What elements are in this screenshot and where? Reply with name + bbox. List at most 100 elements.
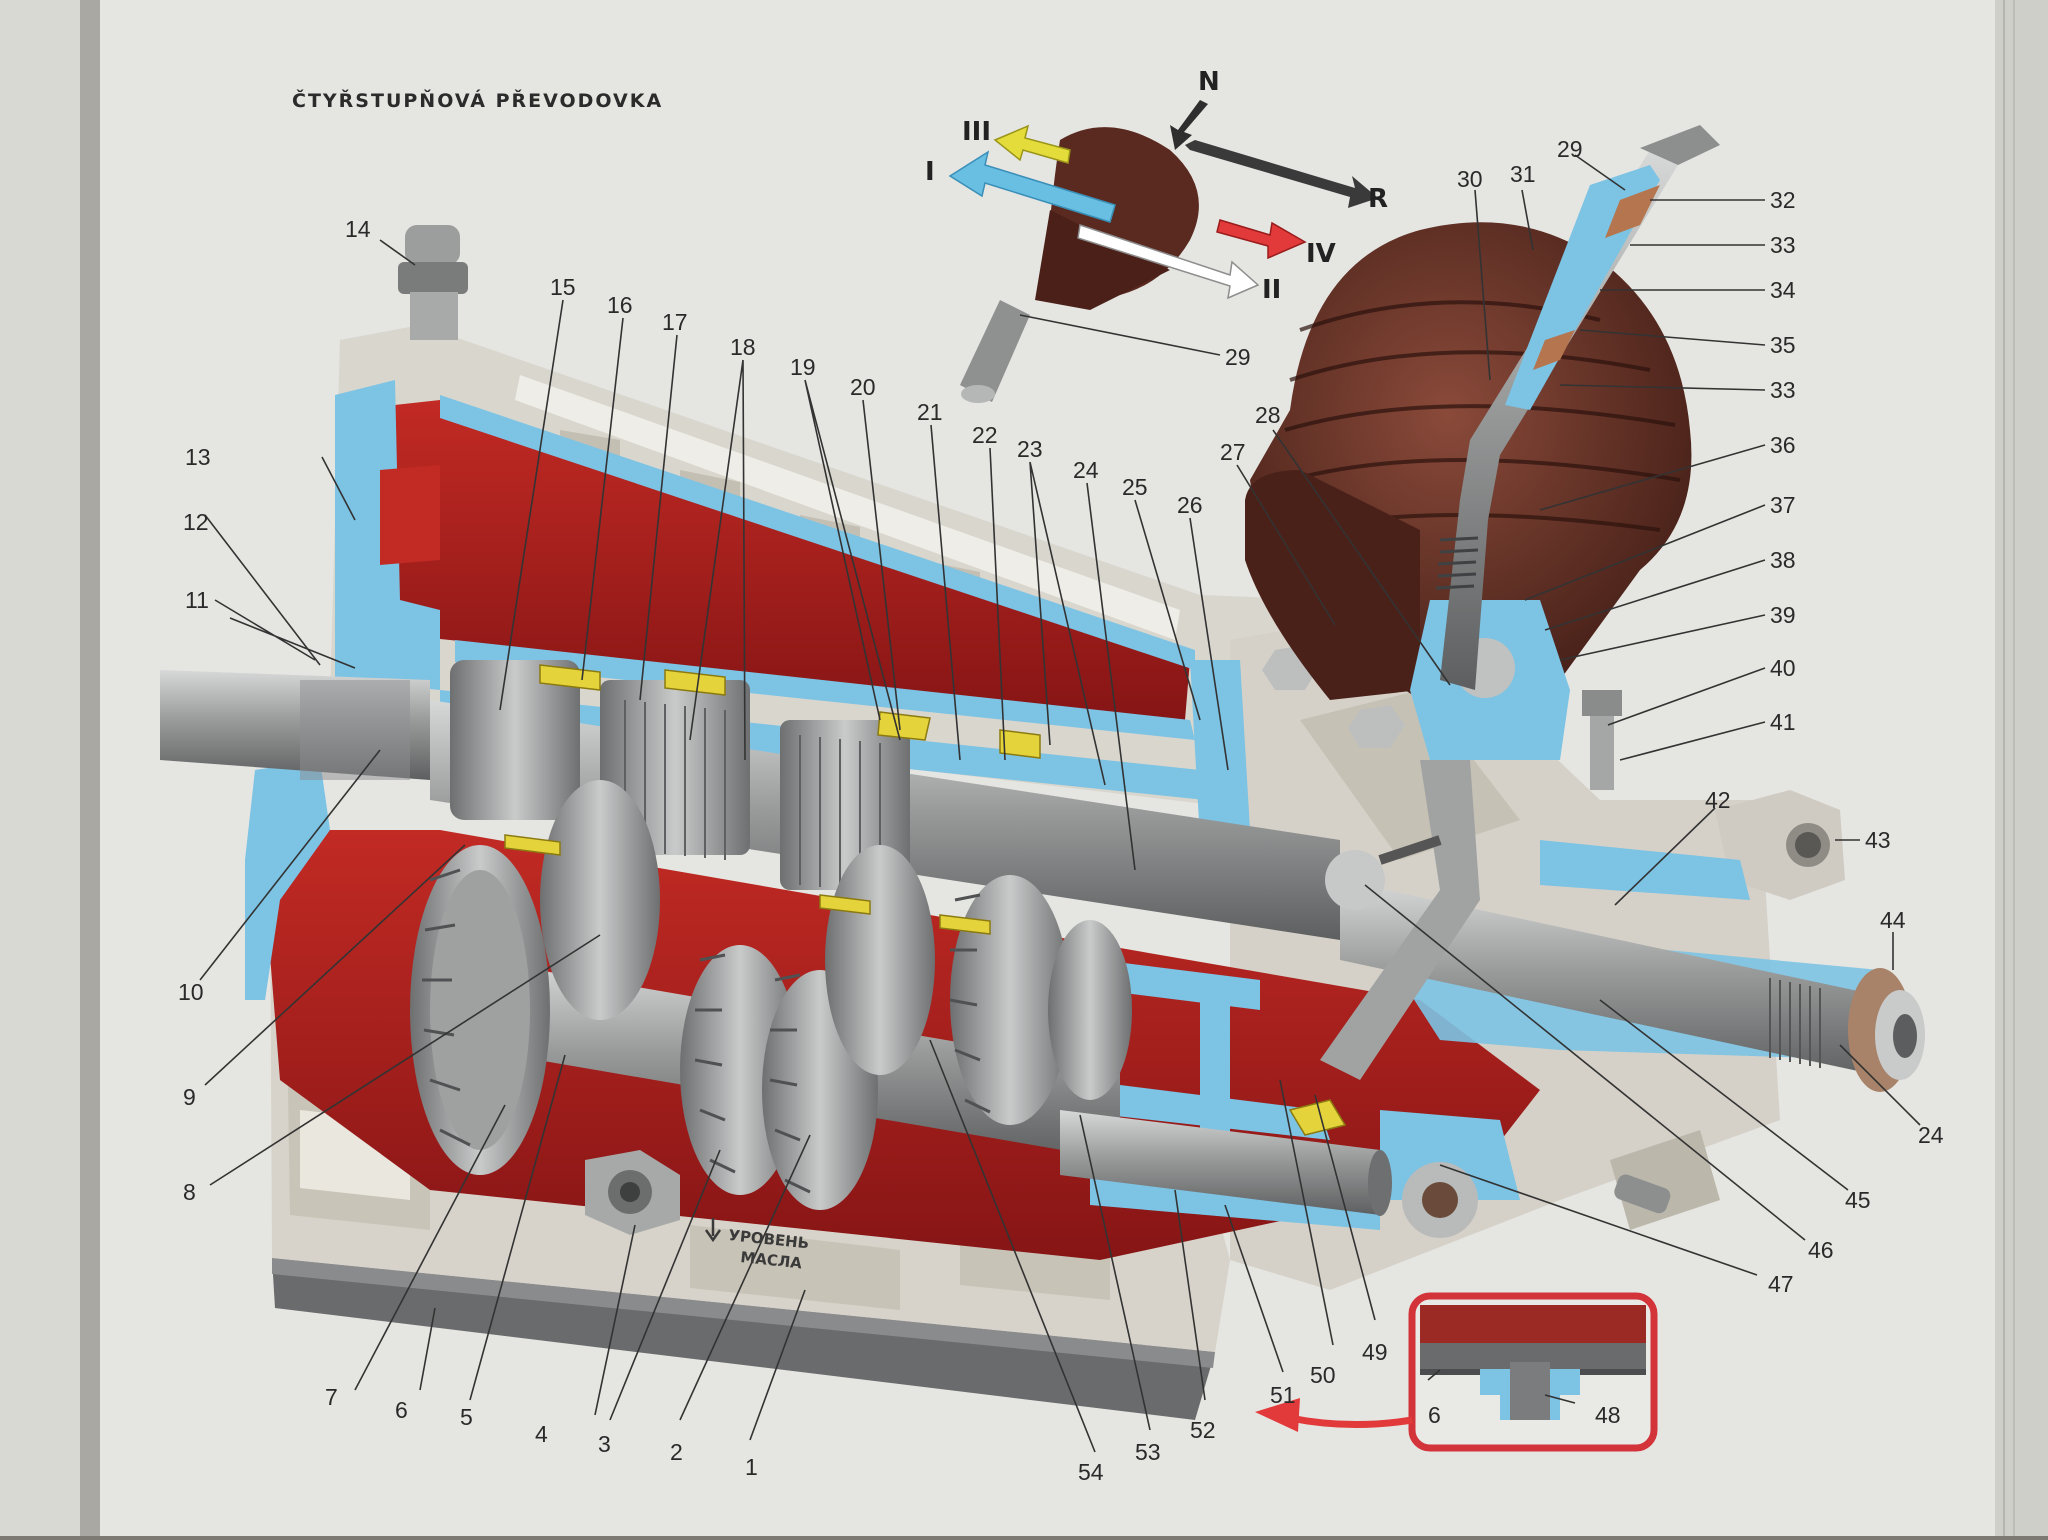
main-gear-2nd — [825, 845, 935, 1075]
callout-5: 5 — [460, 1404, 473, 1430]
lever-spring — [1435, 536, 1479, 590]
callout-14: 14 — [345, 216, 371, 242]
callout-12: 12 — [183, 509, 209, 535]
callout-48: 48 — [1595, 1402, 1621, 1428]
front-bearing-web — [245, 760, 330, 1000]
callout-7: 7 — [325, 1384, 338, 1410]
mini-lever-stick — [960, 300, 1030, 402]
shift-lever-assembly — [1245, 125, 1720, 1080]
mount-bracket — [1715, 790, 1845, 900]
gear-lever-rod — [1440, 150, 1678, 690]
boot-lower — [1245, 470, 1420, 700]
arrow-N — [1170, 100, 1208, 150]
output-thread — [1769, 978, 1821, 1068]
callout-35: 35 — [1770, 332, 1796, 358]
page-gutter — [80, 0, 102, 1536]
callout-21: 21 — [917, 399, 943, 425]
rear-wall-section — [1190, 660, 1250, 840]
callout-36: 36 — [1770, 432, 1796, 458]
shift-label-III: III — [962, 117, 991, 147]
callout-47: 47 — [1768, 1271, 1794, 1297]
synchro-hub-1 — [450, 660, 580, 820]
callout-15: 15 — [550, 274, 576, 300]
callout-31: 31 — [1510, 161, 1536, 187]
drain-plug — [585, 1150, 680, 1235]
callout-46: 46 — [1808, 1237, 1834, 1263]
counter-gear-3rd — [540, 780, 660, 1020]
arrow-III — [993, 124, 1071, 164]
callout-1: 1 — [745, 1454, 758, 1480]
reverse-gear — [1048, 920, 1132, 1100]
fittings — [398, 225, 1671, 1243]
callout-42: 42 — [1705, 787, 1731, 813]
shift-pattern-inset — [948, 100, 1378, 403]
callout-33-upper: 33 — [1770, 232, 1796, 258]
callout-53: 53 — [1135, 1439, 1161, 1465]
page-edge — [1995, 0, 2048, 1536]
selector-pivot — [1325, 850, 1385, 910]
callout-10: 10 — [178, 979, 204, 1005]
callout-3: 3 — [598, 1431, 611, 1457]
callout-30: 30 — [1457, 166, 1483, 192]
callout-44: 44 — [1880, 907, 1906, 933]
oil-level-arrow — [704, 1218, 722, 1243]
callout-25: 25 — [1122, 474, 1148, 500]
callout-34: 34 — [1770, 277, 1796, 303]
top-wall-section — [440, 395, 1195, 670]
breather-cap — [398, 225, 468, 340]
callout-27: 27 — [1220, 439, 1246, 465]
callout-labels: 1 2 3 4 5 6 7 8 9 10 11 12 13 14 15 16 1… — [178, 136, 1944, 1485]
callout-29-lever: 29 — [1225, 344, 1251, 370]
callout-40: 40 — [1770, 655, 1796, 681]
shift-label-IV: IV — [1306, 239, 1336, 269]
page-title: ČTYŘSTUPŇOVÁ PŘEVODOVKA — [292, 90, 664, 112]
callout-41: 41 — [1770, 709, 1796, 735]
arrow-R — [1185, 140, 1378, 208]
callout-39: 39 — [1770, 602, 1796, 628]
callout-50: 50 — [1310, 1362, 1336, 1388]
callout-38: 38 — [1770, 547, 1796, 573]
gears — [410, 660, 1347, 1210]
callout-2: 2 — [670, 1439, 683, 1465]
callout-8: 8 — [183, 1179, 196, 1205]
callout-20: 20 — [850, 374, 876, 400]
reverse-shaft — [1060, 1110, 1380, 1215]
callout-33-lower: 33 — [1770, 377, 1796, 403]
stud-lower — [1614, 1174, 1671, 1214]
arrow-II — [1077, 224, 1260, 300]
oil-pan — [272, 1258, 1215, 1420]
callout-26: 26 — [1177, 492, 1203, 518]
left-page — [0, 0, 92, 1536]
shift-label-II: II — [1262, 275, 1281, 305]
callout-16: 16 — [607, 292, 633, 318]
callout-52: 52 — [1190, 1417, 1216, 1443]
callout-9: 9 — [183, 1084, 196, 1110]
nut-left — [1348, 705, 1405, 748]
gear-teeth — [422, 868, 991, 1194]
detail-inset-48 — [1255, 1292, 1658, 1452]
callout-6-inset: 6 — [1428, 1402, 1441, 1428]
callout-49: 49 — [1362, 1339, 1388, 1365]
shift-label-R: R — [1368, 184, 1388, 214]
main-gear-1st — [950, 875, 1070, 1125]
inset-pointer-arrow — [1289, 1414, 1413, 1429]
callout-28: 28 — [1255, 402, 1281, 428]
arrow-I — [948, 150, 1116, 223]
callout-23: 23 — [1017, 436, 1043, 462]
callout-13: 13 — [185, 444, 211, 470]
callout-32: 32 — [1770, 187, 1796, 213]
leader-lines — [199, 154, 1921, 1453]
callout-4: 4 — [535, 1421, 548, 1447]
shift-label-I: I — [925, 157, 935, 187]
callout-24-output: 24 — [1918, 1122, 1944, 1148]
output-shaft — [1340, 880, 1900, 1080]
callout-24: 24 — [1073, 457, 1099, 483]
callout-43: 43 — [1865, 827, 1891, 853]
callout-37: 37 — [1770, 492, 1796, 518]
callout-45: 45 — [1845, 1187, 1871, 1213]
shift-label-N: N — [1198, 67, 1220, 97]
callout-6: 6 — [395, 1397, 408, 1423]
callout-19: 19 — [790, 354, 816, 380]
arrow-IV — [1216, 219, 1307, 260]
